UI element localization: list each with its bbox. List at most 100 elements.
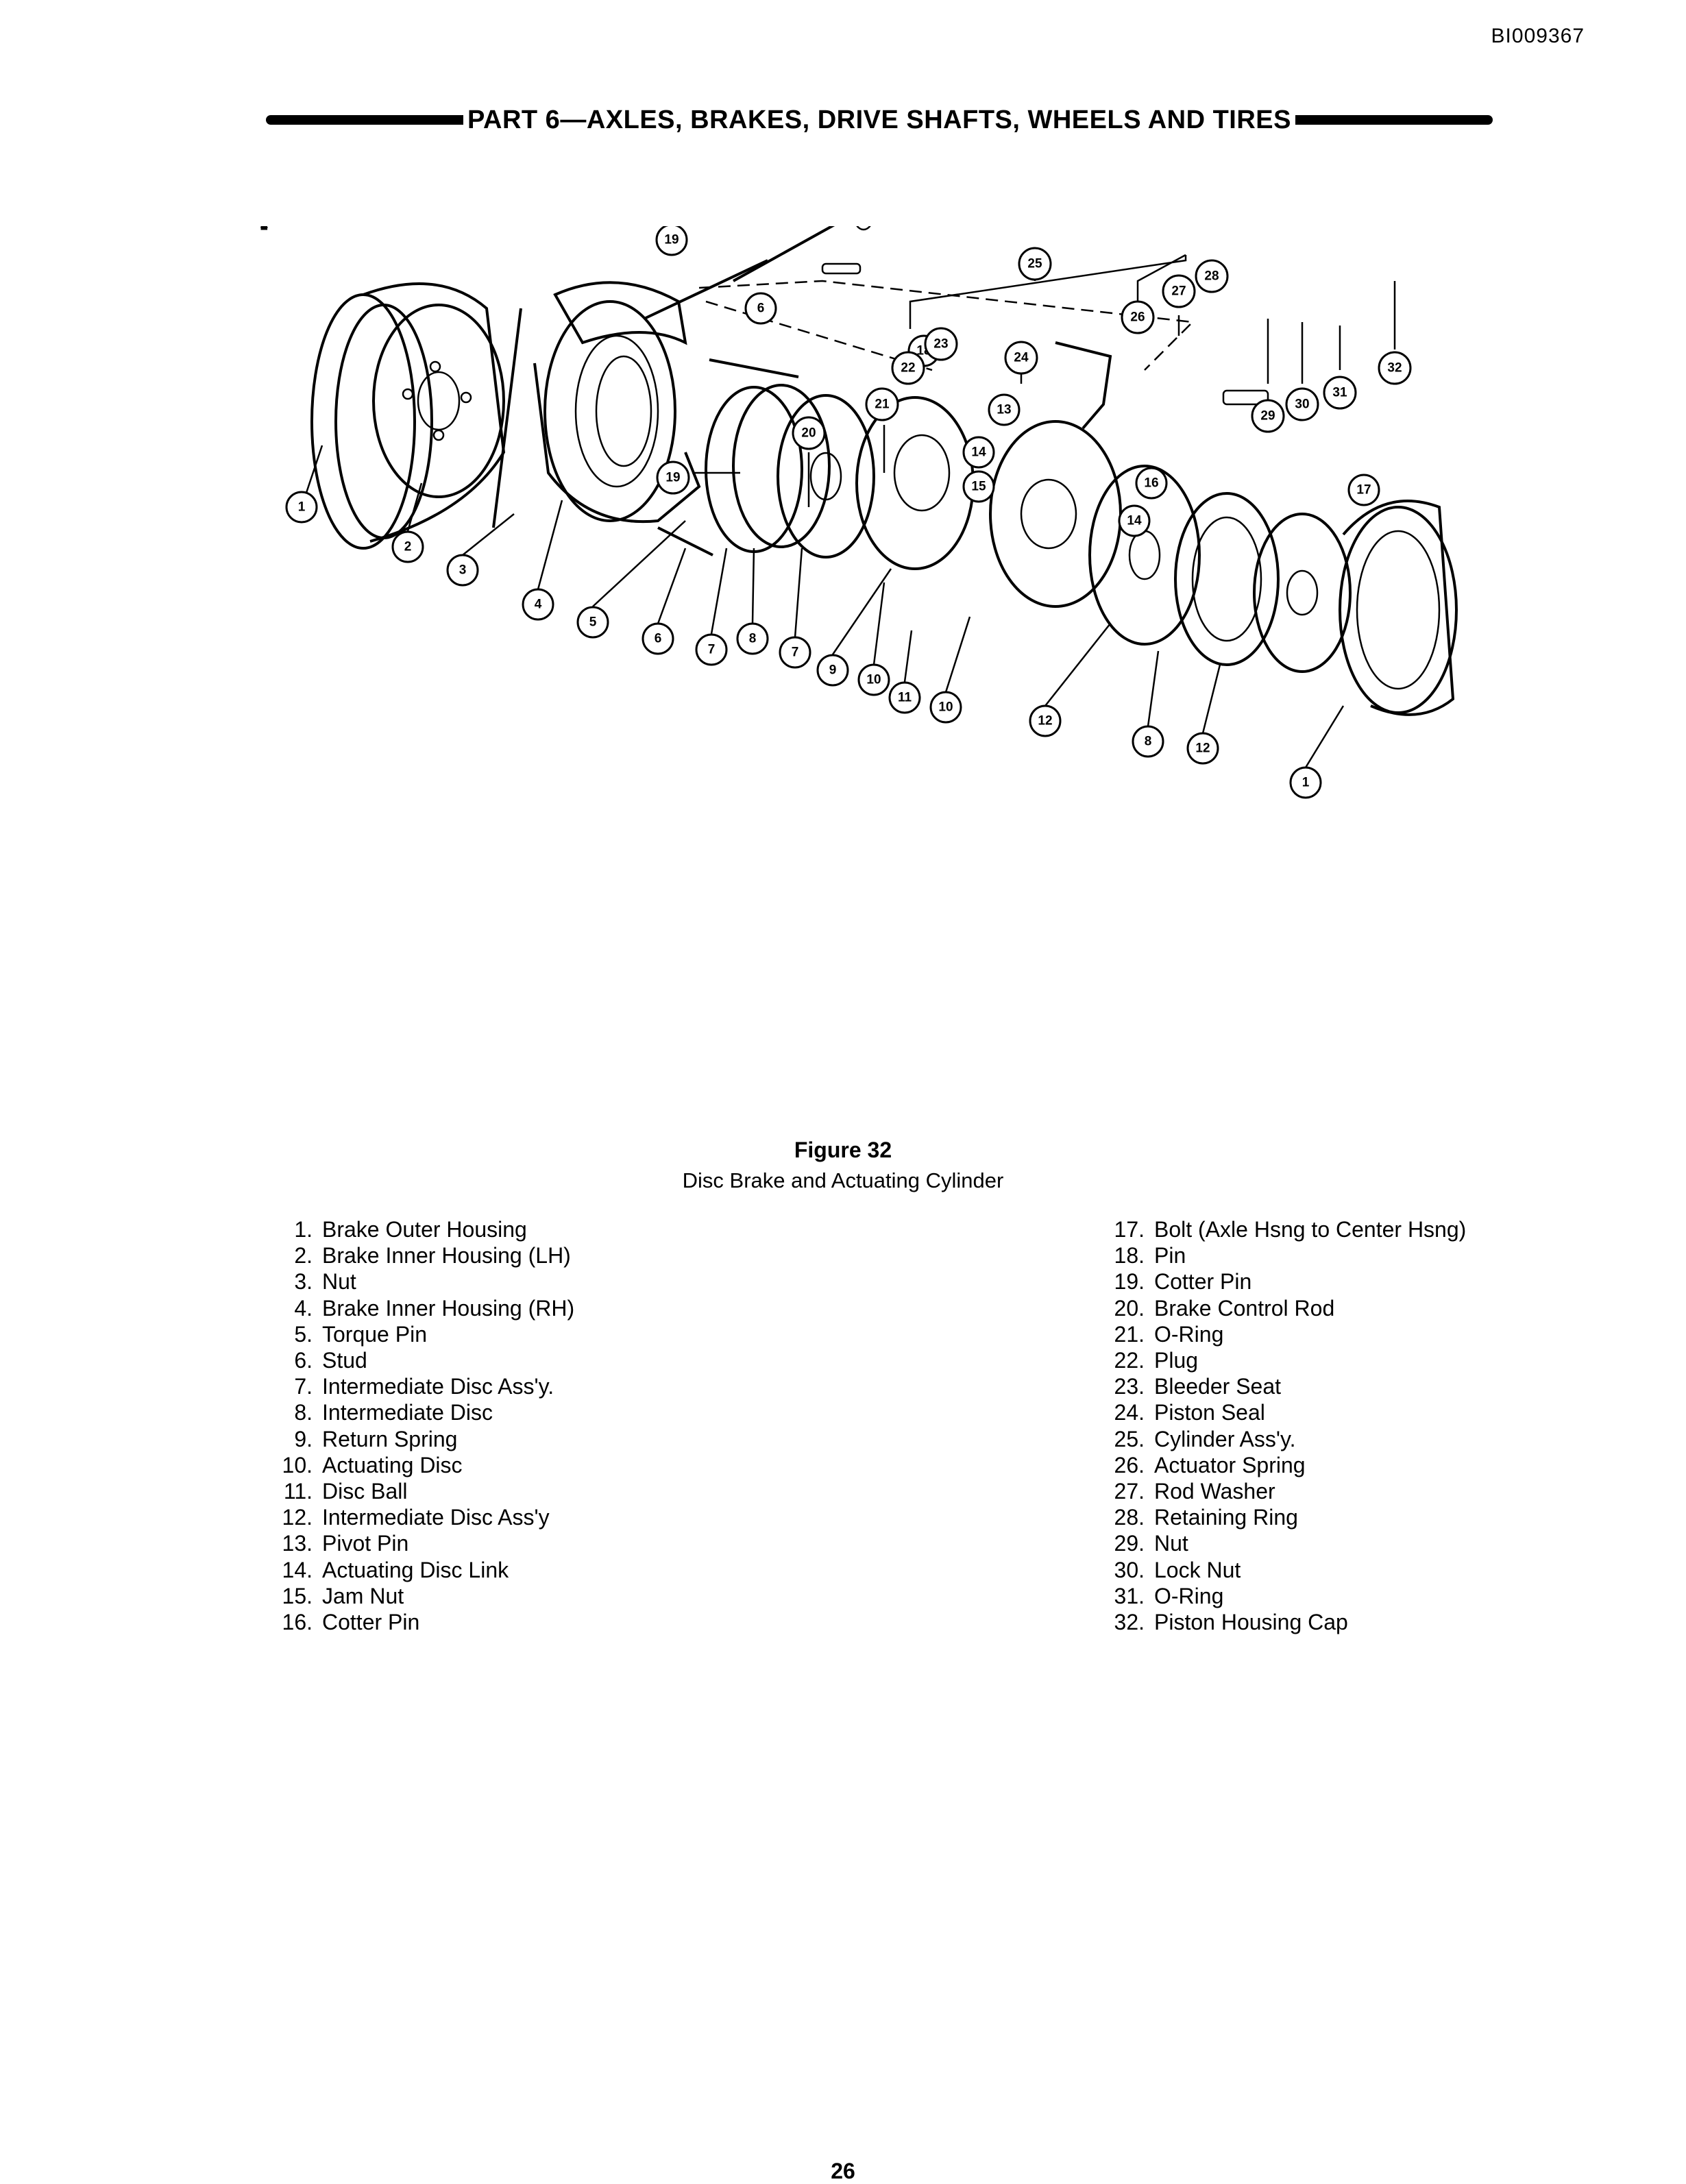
legend-item: 3.Nut xyxy=(294,1269,356,1295)
svg-text:8: 8 xyxy=(749,632,757,646)
svg-text:4: 4 xyxy=(535,598,542,612)
right-disc-drawings xyxy=(1088,465,1352,673)
svg-text:1: 1 xyxy=(298,500,306,515)
callout-15: 15 xyxy=(962,470,995,503)
legend-item: 10.Actuating Disc xyxy=(282,1452,463,1477)
legend-item: 14.Actuating Disc Link xyxy=(282,1557,509,1582)
stud-drawing-lower xyxy=(657,526,713,556)
figure-title: Disc Brake and Actuating Cylinder xyxy=(682,1168,1004,1192)
callout-4: 4 xyxy=(522,588,554,621)
bolt-drawing xyxy=(1222,389,1269,406)
legend-item: 15.Jam Nut xyxy=(282,1583,404,1608)
callout-3: 3 xyxy=(446,554,479,587)
callout-6b: 6 xyxy=(642,622,674,655)
callout-12a: 12 xyxy=(1029,704,1062,737)
legend-item: 30.Lock Nut xyxy=(1114,1557,1241,1582)
legend-item: 5.Torque Pin xyxy=(294,1321,427,1347)
callout-7a: 7 xyxy=(695,633,728,666)
svg-text:18: 18 xyxy=(916,344,931,358)
outer-housing-right-drawing xyxy=(1339,500,1458,716)
parts-legend-right: 17.Bolt (Axle Hsng to Center Hsng) 18.Pi… xyxy=(1094,1216,1467,1635)
callout-18: 18 xyxy=(907,334,940,367)
svg-text:14: 14 xyxy=(1127,514,1142,528)
callout-8a: 8 xyxy=(736,622,769,655)
legend-item: 7.Intermediate Disc Ass'y. xyxy=(294,1374,554,1399)
svg-text:12: 12 xyxy=(1195,741,1210,756)
legend-item: 27.Rod Washer xyxy=(1114,1479,1275,1504)
callout-8b: 8 xyxy=(1132,725,1164,758)
legend-item: 25.Cylinder Ass'y. xyxy=(1114,1426,1296,1451)
figure-number: Figure 32 xyxy=(794,1138,892,1162)
svg-text:11: 11 xyxy=(898,691,912,705)
legend-item: 13.Pivot Pin xyxy=(282,1531,409,1556)
actuating-disc-link-drawing xyxy=(1055,341,1112,430)
document-id: BI009367 xyxy=(1491,25,1585,47)
stud-drawing-upper xyxy=(709,358,799,378)
brake-inner-housing-drawing xyxy=(533,281,701,524)
svg-text:5: 5 xyxy=(589,615,597,630)
svg-text:7: 7 xyxy=(708,643,716,657)
callout-12b: 12 xyxy=(1186,732,1219,765)
legend-item: 9.Return Spring xyxy=(294,1426,458,1451)
callout-32: 32 xyxy=(253,219,268,234)
svg-text:12: 12 xyxy=(1038,714,1052,728)
legend-item: 2.Brake Inner Housing (LH) xyxy=(294,1243,571,1268)
actuating-disc-drawing xyxy=(855,396,1122,608)
legend-item: 12.Intermediate Disc Ass'y xyxy=(282,1505,550,1530)
legend-item: 20.Brake Control Rod xyxy=(1114,1295,1335,1321)
page-number: 26 xyxy=(831,2159,855,2183)
legend-item: 11.Disc Ball xyxy=(283,1479,408,1504)
callout-5: 5 xyxy=(576,606,609,639)
svg-text:7: 7 xyxy=(792,646,799,660)
svg-text:6: 6 xyxy=(757,302,765,316)
figure-caption: Figure 32 Disc Brake and Actuating Cylin… xyxy=(0,1138,1686,1193)
legend-item: 18.Pin xyxy=(1114,1243,1186,1268)
callout-7b: 7 xyxy=(779,636,811,669)
alignment-line-lower xyxy=(705,300,933,371)
svg-text:10: 10 xyxy=(866,673,881,687)
svg-text:1: 1 xyxy=(1302,776,1310,790)
svg-text:10: 10 xyxy=(938,700,953,715)
svg-text:9: 9 xyxy=(829,663,837,678)
section-title: PART 6—AXLES, BRAKES, DRIVE SHAFTS, WHEE… xyxy=(467,105,1291,134)
callout-10a: 10 xyxy=(857,663,890,696)
callout-14a: 14 xyxy=(962,436,995,469)
callout-19: 19 xyxy=(655,223,688,256)
svg-text:15: 15 xyxy=(971,480,986,494)
header-rule-right xyxy=(1295,115,1493,125)
legend-item: 26.Actuator Spring xyxy=(1114,1452,1306,1477)
legend-item: 28.Retaining Ring xyxy=(1114,1505,1298,1530)
header-rule-left xyxy=(266,115,463,125)
svg-text:20: 20 xyxy=(801,226,816,227)
callout-6a: 6 xyxy=(744,292,777,325)
callout-2: 2 xyxy=(391,530,424,563)
callout-17: 17 xyxy=(1347,474,1380,506)
exploded-view-diagram: 1 2 3 4 5 6 6 7 7 8 8 9 10 10 11 12 12 1… xyxy=(253,75,1494,1117)
svg-text:16: 16 xyxy=(1144,476,1158,491)
callout-16: 16 xyxy=(1135,467,1168,500)
callout-20: 20 xyxy=(801,212,816,227)
callout-1a: 1 xyxy=(285,491,318,524)
legend-item: 29.Nut xyxy=(1114,1531,1188,1556)
pin-drawing xyxy=(821,262,862,275)
leader-lines xyxy=(300,445,1345,768)
brake-outer-housing-drawing xyxy=(310,282,506,550)
callout-14b: 14 xyxy=(1118,504,1151,537)
legend-item: 23.Bleeder Seat xyxy=(1114,1374,1282,1399)
svg-text:14: 14 xyxy=(971,445,986,460)
legend-item: 31.O-Ring xyxy=(1114,1583,1224,1608)
legend-item: 32.Piston Housing Cap xyxy=(1114,1610,1348,1635)
svg-text:32: 32 xyxy=(260,226,268,234)
legend-item: 4.Brake Inner Housing (RH) xyxy=(294,1295,575,1321)
brake-control-rod-drawing xyxy=(644,259,768,320)
legend-item: 17.Bolt (Axle Hsng to Center Hsng) xyxy=(1114,1217,1467,1242)
legend-item: 21.O-Ring xyxy=(1114,1321,1224,1347)
legend-item: 1.Brake Outer Housing xyxy=(294,1217,527,1242)
legend-item: 16.Cotter Pin xyxy=(282,1610,420,1635)
parts-legend-left: 1.Brake Outer Housing 2.Brake Inner Hous… xyxy=(262,1216,575,1635)
intermediate-disc-drawings xyxy=(705,384,875,559)
callout-10b: 10 xyxy=(929,691,962,724)
legend-item: 19.Cotter Pin xyxy=(1114,1269,1252,1295)
legend-item: 8.Intermediate Disc xyxy=(294,1400,493,1425)
svg-text:13: 13 xyxy=(997,403,1011,417)
